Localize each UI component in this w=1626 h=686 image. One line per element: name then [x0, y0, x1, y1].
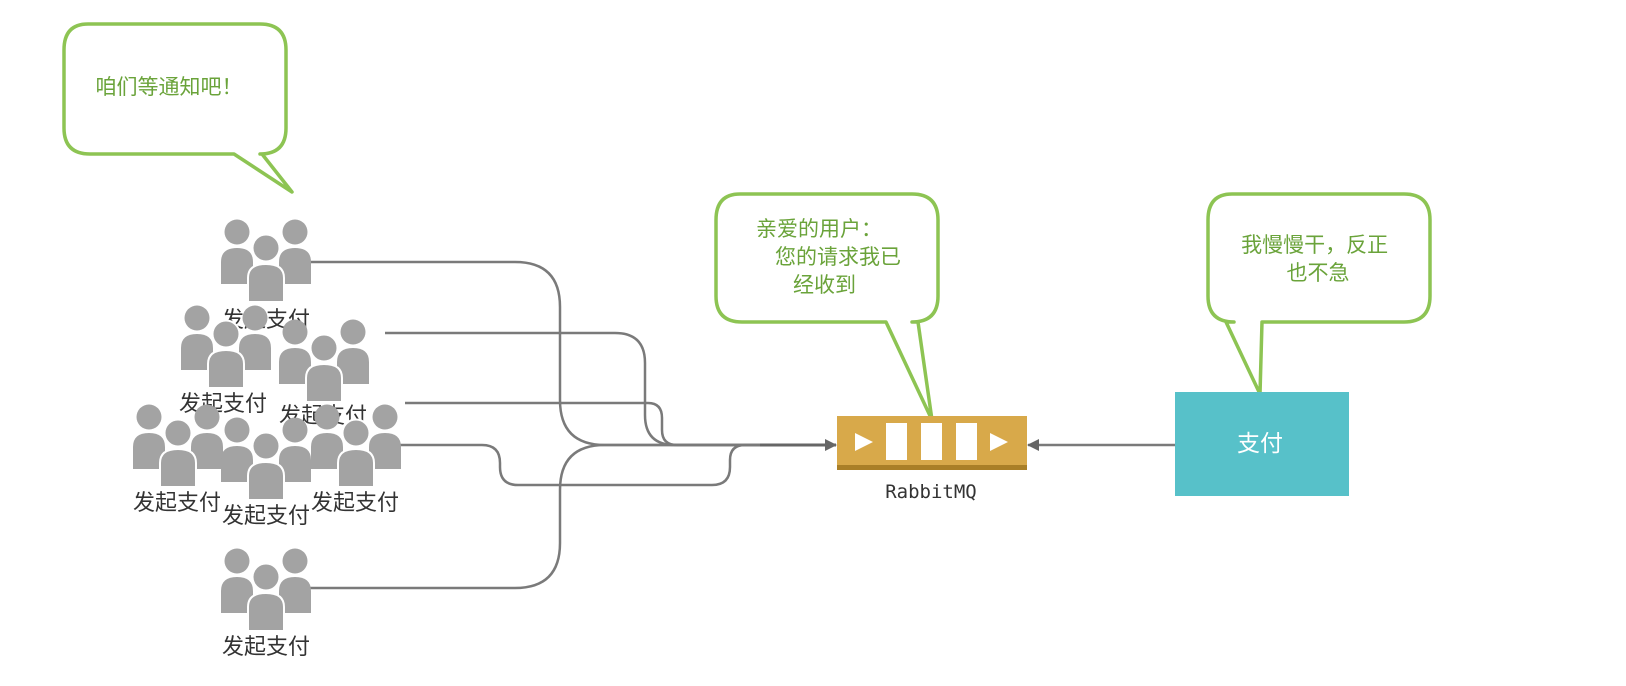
user-group-icon [221, 218, 311, 302]
user-node-5: 发起支付 [221, 416, 311, 529]
user-node-2: 发起支付 [179, 304, 271, 417]
user-label-6: 发起支付 [311, 491, 399, 516]
bubble-pay-line-1: 我慢慢干，反正 [1241, 233, 1388, 257]
user-label-4: 发起支付 [133, 491, 221, 516]
user-label-2: 发起支付 [179, 392, 267, 417]
connector-user-5 [305, 443, 810, 590]
connector-user-4 [398, 443, 810, 487]
user-label-7: 发起支付 [222, 635, 310, 660]
user-node-6: 发起支付 [311, 403, 401, 516]
user-node-7: 发起支付 [221, 547, 311, 660]
connector-user-3 [405, 401, 810, 447]
connector-user-2 [385, 331, 810, 447]
svg-text:咱们等通知吧！: 咱们等通知吧！ [96, 75, 243, 99]
user-nodes: 发起支付 发起支付 发起支付 发起支付 发起支付 发起支付 发起支付 [133, 218, 401, 660]
user-group-icon [279, 318, 369, 402]
bubble-queue-line-1: 亲爱的用户： [756, 217, 882, 241]
connector-user-1 [305, 260, 810, 447]
svg-text:我慢慢干，反正 也不急: 我慢慢干，反正 也不急 [1241, 233, 1395, 285]
bubble-top-left-line-1: 咱们等通知吧！ [96, 75, 243, 99]
rabbitmq-queue: RabbitMQ [837, 416, 1027, 503]
user-label-5: 发起支付 [222, 504, 310, 529]
bubble-queue-line-2: 您的请求我已 [775, 245, 901, 269]
pay-box: 支付 [1175, 392, 1349, 496]
speech-bubble-queue: 亲爱的用户： 您的请求我已 经收到 [714, 192, 940, 422]
speech-bubble-pay: 我慢慢干，反正 也不急 [1206, 192, 1432, 396]
user-node-4: 发起支付 [133, 403, 223, 516]
user-group-icon [221, 416, 311, 500]
message-queue-icon [837, 416, 1027, 470]
user-group-icon [221, 547, 311, 631]
bubble-queue-line-3: 经收到 [793, 273, 856, 297]
speech-bubble-top-left: 咱们等通知吧！ [62, 22, 294, 194]
bubble-pay-line-2: 也不急 [1287, 261, 1350, 285]
queue-label: RabbitMQ [885, 481, 977, 503]
svg-text:亲爱的用户： 您的请求我已 经收到: 亲爱的用户： 您的请求我已 经收到 [756, 217, 908, 297]
connectors [305, 260, 1178, 590]
pay-box-label: 支付 [1237, 431, 1283, 457]
